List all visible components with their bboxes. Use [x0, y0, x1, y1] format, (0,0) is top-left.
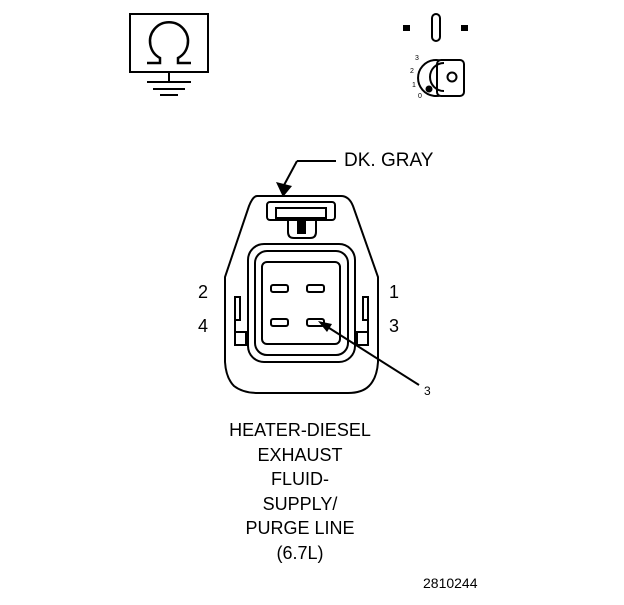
- ignition-position-label: 2: [410, 68, 414, 75]
- pin-2-label: 2: [198, 282, 209, 302]
- connector-title: HEATER-DIESEL EXHAUST FLUID- SUPPLY/ PUR…: [180, 418, 420, 565]
- title-line: SUPPLY/: [262, 493, 338, 514]
- title-line: FLUID-: [271, 469, 329, 489]
- title-line: (6.7L): [276, 542, 324, 563]
- ignition-position-label: 3: [415, 55, 419, 62]
- terminal-cavities: [270, 284, 325, 327]
- omega-resistance-icon: [129, 13, 209, 73]
- ignition-position-label: 1: [412, 82, 416, 89]
- pin-4-label: 4: [198, 316, 209, 336]
- title-line: PURGE LINE: [245, 518, 355, 538]
- connector-body: [224, 195, 379, 394]
- cavity-2: [270, 284, 289, 293]
- cavity-callout-number: 3: [424, 384, 431, 398]
- pin-3-label: 3: [389, 316, 400, 336]
- ignition-key-icon: [403, 13, 468, 97]
- wire-color-leader: [276, 160, 336, 197]
- wire-color-label: DK. GRAY: [344, 150, 434, 171]
- figure-id: 2810244: [423, 575, 478, 591]
- cavity-4: [270, 318, 289, 327]
- cavity-callout-leader: [318, 321, 420, 386]
- ignition-position-label: 0: [418, 93, 422, 100]
- pin-1-label: 1: [389, 282, 400, 302]
- title-line: HEATER-DIESEL: [229, 420, 371, 440]
- title-line: EXHAUST: [257, 444, 343, 465]
- cavity-1: [306, 284, 325, 293]
- ground-symbol-icon: [147, 72, 191, 96]
